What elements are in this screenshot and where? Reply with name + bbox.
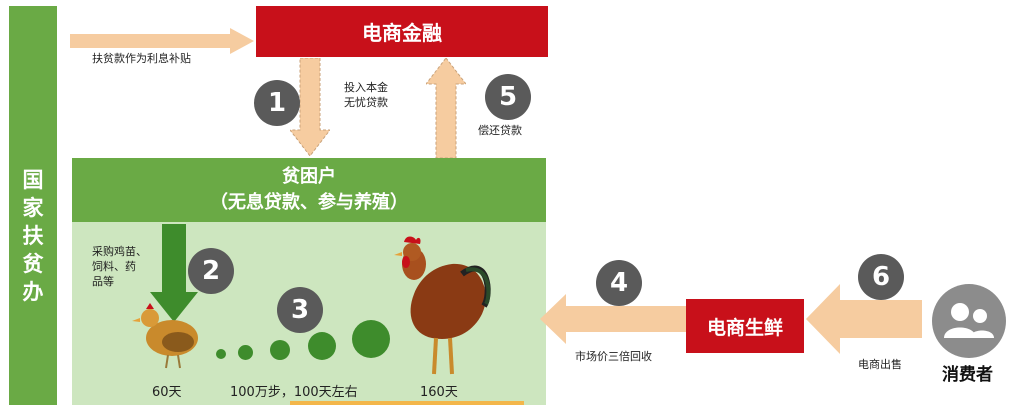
finance-label: 电商金融 [362, 21, 442, 45]
gov-poverty-office-bar: 国家扶贫办 [9, 6, 57, 405]
repay-label: 偿还贷款 [478, 124, 522, 137]
ecom-sale-label: 电商出售 [858, 358, 902, 371]
step-3-badge: 3 [277, 287, 323, 333]
rooster-icon [394, 236, 491, 375]
growth-dot-3 [270, 340, 290, 360]
step-2-badge: 2 [188, 248, 234, 294]
purchase-label-3: 品等 [92, 275, 114, 288]
bottom-accent-bar [290, 401, 524, 405]
label-steps: 100万步，100天左右 [230, 385, 358, 400]
poor-subtitle: （无息贷款、参与养殖） [210, 192, 408, 213]
purchase-label-2: 饲料、药 [92, 260, 136, 273]
subsidy-label: 扶贫款作为利息补贴 [92, 52, 191, 65]
gov-label: 国家扶贫办 [22, 168, 44, 304]
invest-label-1: 投入本金 [344, 81, 388, 94]
poor-household-header: 贫困户 （无息贷款、参与养殖） [72, 158, 546, 222]
market-price-label: 市场价三倍回收 [575, 350, 652, 363]
poor-title: 贫困户 [282, 166, 336, 187]
purchase-down-arrow [150, 224, 198, 322]
chick-icon [132, 303, 198, 369]
ecommerce-fresh-box: 电商生鲜 [686, 299, 804, 353]
market-price-arrow [540, 294, 686, 344]
label-60-days: 60天 [152, 385, 182, 400]
invest-down-arrow [290, 58, 330, 157]
subsidy-arrow [70, 28, 254, 54]
growth-dot-4 [308, 332, 336, 360]
growth-dot-1 [216, 349, 226, 359]
consumer-icon [932, 284, 1006, 358]
invest-label-2: 无忧贷款 [344, 96, 388, 109]
repay-up-arrow [426, 58, 466, 158]
ecom-label: 电商生鲜 [706, 316, 783, 339]
ecommerce-finance-box: 电商金融 [256, 6, 548, 57]
step-5-badge: 5 [485, 74, 531, 120]
step-4-badge: 4 [596, 260, 642, 306]
growth-dot-2 [238, 345, 253, 360]
consumer-label: 消费者 [942, 365, 993, 385]
growth-dot-5 [352, 320, 390, 358]
step-6-badge: 6 [858, 254, 904, 300]
label-160-days: 160天 [420, 385, 458, 400]
purchase-label-1: 采购鸡苗、 [92, 245, 147, 258]
step-1-badge: 1 [254, 80, 300, 126]
ecom-sale-arrow [806, 284, 922, 354]
